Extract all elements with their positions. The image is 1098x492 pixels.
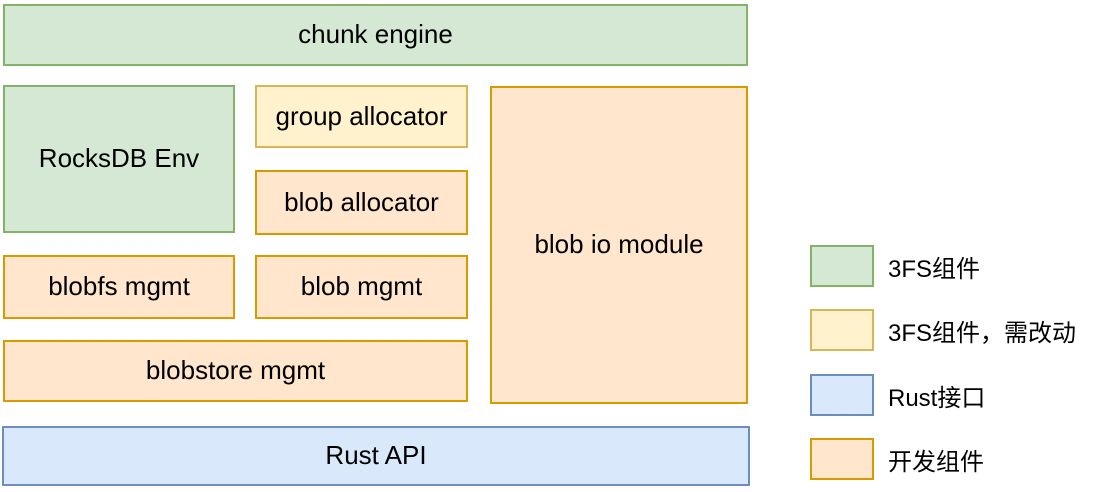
legend-item-3fs-component: 3FS组件	[810, 245, 980, 287]
legend-label: 开发组件	[888, 448, 984, 476]
box-rust-api: Rust API	[2, 426, 750, 486]
legend-item-dev-component: 开发组件	[810, 438, 984, 480]
legend-swatch-yellow	[810, 309, 874, 351]
box-blob-io-module: blob io module	[490, 86, 748, 404]
legend-label: 3FS组件	[888, 255, 981, 283]
legend-item-3fs-component-needs-change: 3FS组件，需改动	[810, 309, 1076, 351]
box-blobfs-mgmt: blobfs mgmt	[3, 255, 235, 319]
box-chunk-engine: chunk engine	[3, 4, 748, 66]
legend-swatch-orange	[810, 438, 874, 480]
box-blob-mgmt: blob mgmt	[255, 255, 468, 319]
box-rocksdb-env: RocksDB Env	[3, 85, 235, 233]
box-group-allocator: group allocator	[255, 85, 468, 148]
legend-label: 3FS组件，需改动	[888, 319, 1077, 347]
legend-swatch-blue	[810, 374, 874, 416]
box-blob-allocator: blob allocator	[255, 170, 468, 235]
legend-item-rust-interface: Rust接口	[810, 374, 985, 416]
box-blobstore-mgmt: blobstore mgmt	[3, 340, 468, 402]
legend-label: Rust接口	[888, 384, 986, 412]
legend-swatch-green	[810, 245, 874, 287]
